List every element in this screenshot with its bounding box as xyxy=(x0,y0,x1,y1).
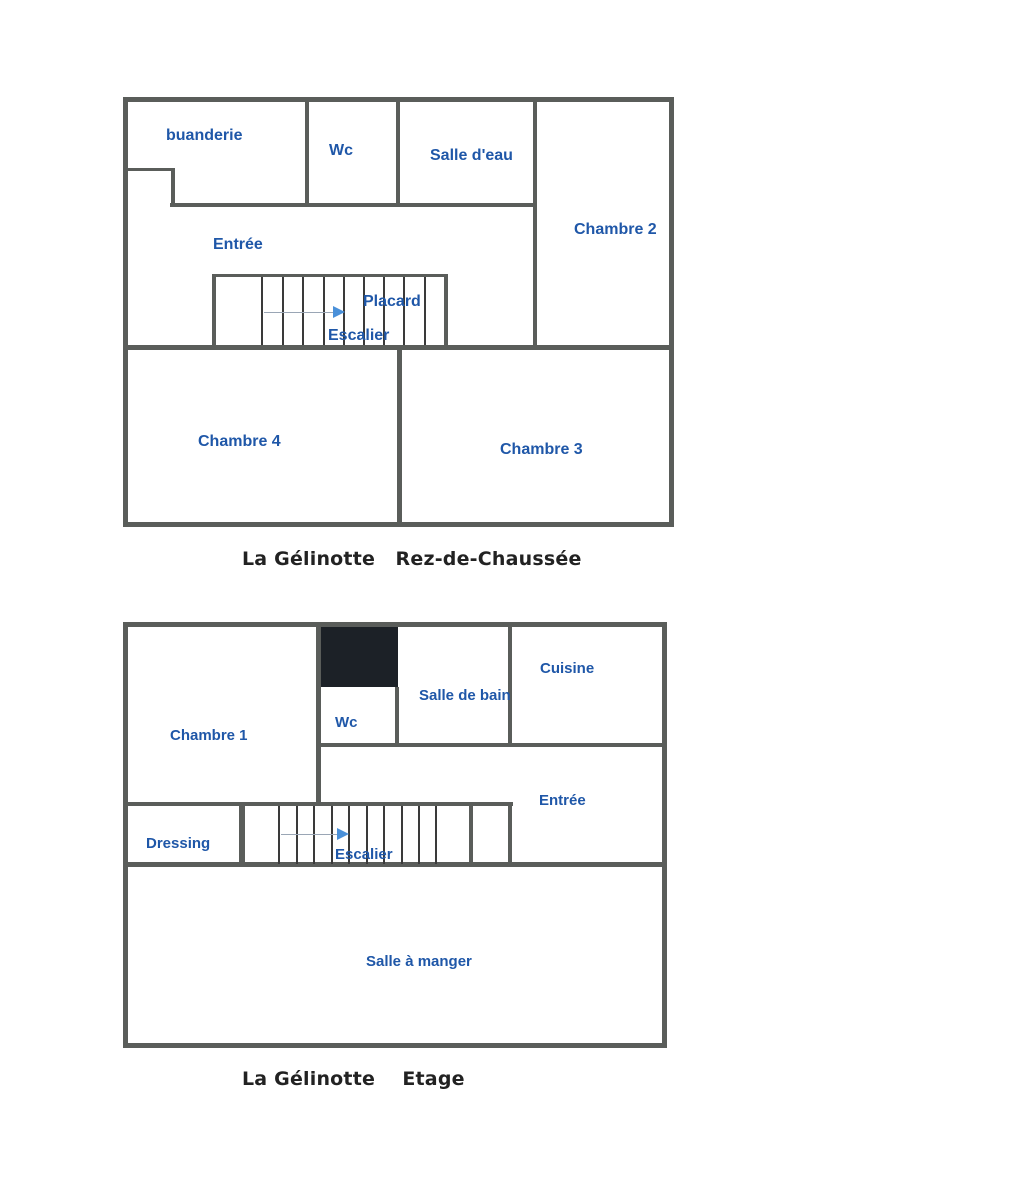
wall xyxy=(123,862,667,867)
wall xyxy=(239,802,245,866)
stair-wall xyxy=(444,274,448,348)
room-label-dressing: Dressing xyxy=(146,835,211,852)
stair-step xyxy=(383,277,385,345)
stair-step xyxy=(366,806,368,864)
wall xyxy=(469,804,473,864)
stair-step xyxy=(261,277,263,345)
stair-step xyxy=(403,277,405,345)
stair-step xyxy=(331,806,333,864)
room-label-salle-de-bain: Salle de bain xyxy=(419,687,511,704)
stair-step xyxy=(313,806,315,864)
stair-step xyxy=(401,806,403,864)
wall xyxy=(318,743,667,747)
wall xyxy=(662,622,667,1048)
wall xyxy=(669,97,674,527)
room-label-chambre4: Chambre 4 xyxy=(198,433,281,450)
stair-direction-line xyxy=(264,312,334,313)
room-label-wc: Wc xyxy=(329,142,353,159)
room-label-entree: Entrée xyxy=(539,792,586,809)
wall xyxy=(123,1043,667,1048)
stair-step xyxy=(282,277,284,345)
room-label-wc: Wc xyxy=(335,714,358,731)
wall xyxy=(508,622,512,746)
stair-step xyxy=(323,277,325,345)
wall xyxy=(171,168,175,207)
room-label-escalier: Escalier xyxy=(328,327,390,344)
stair-step xyxy=(363,277,365,345)
stair-step xyxy=(302,277,304,345)
stair-arrow-icon xyxy=(337,828,349,840)
upper-floor-caption: La Gélinotte Etage xyxy=(242,1068,465,1090)
room-label-cuisine: Cuisine xyxy=(540,660,595,677)
wall xyxy=(123,168,175,171)
room-label-entree: Entrée xyxy=(213,236,263,253)
wall xyxy=(508,804,512,864)
stair-step xyxy=(348,806,350,864)
wall xyxy=(305,97,309,207)
stair-step xyxy=(435,806,437,864)
stair-wall xyxy=(212,274,216,348)
room-label-salle-a-manger: Salle à manger xyxy=(366,953,472,970)
stair-step xyxy=(383,806,385,864)
wall xyxy=(123,622,667,627)
ground-floor-caption: La Gélinotte Rez-de-Chaussée xyxy=(242,548,582,570)
wall xyxy=(123,622,128,1048)
room-label-placard: Placard xyxy=(363,293,421,310)
stair-wall xyxy=(212,274,448,277)
wall xyxy=(123,802,513,806)
room-label-escalier: Escalier xyxy=(335,846,393,863)
wall xyxy=(123,97,128,527)
stair-direction-line xyxy=(281,834,337,835)
room-label-chambre1: Chambre 1 xyxy=(170,727,248,744)
room-label-salle-deau: Salle d'eau xyxy=(430,147,513,164)
stair-step xyxy=(418,806,420,864)
wall xyxy=(397,345,402,527)
stair-step xyxy=(424,277,426,345)
room-label-chambre2: Chambre 2 xyxy=(574,221,657,238)
wall xyxy=(316,622,321,806)
wall xyxy=(533,97,537,349)
room-label-buanderie: buanderie xyxy=(166,127,243,144)
stairwell-void xyxy=(320,627,398,687)
wall xyxy=(395,687,399,745)
wall xyxy=(170,203,536,207)
wall xyxy=(396,97,400,207)
room-label-chambre3: Chambre 3 xyxy=(500,441,583,458)
stair-step xyxy=(296,806,298,864)
stair-arrow-icon xyxy=(333,306,345,318)
stair-step xyxy=(278,806,280,864)
